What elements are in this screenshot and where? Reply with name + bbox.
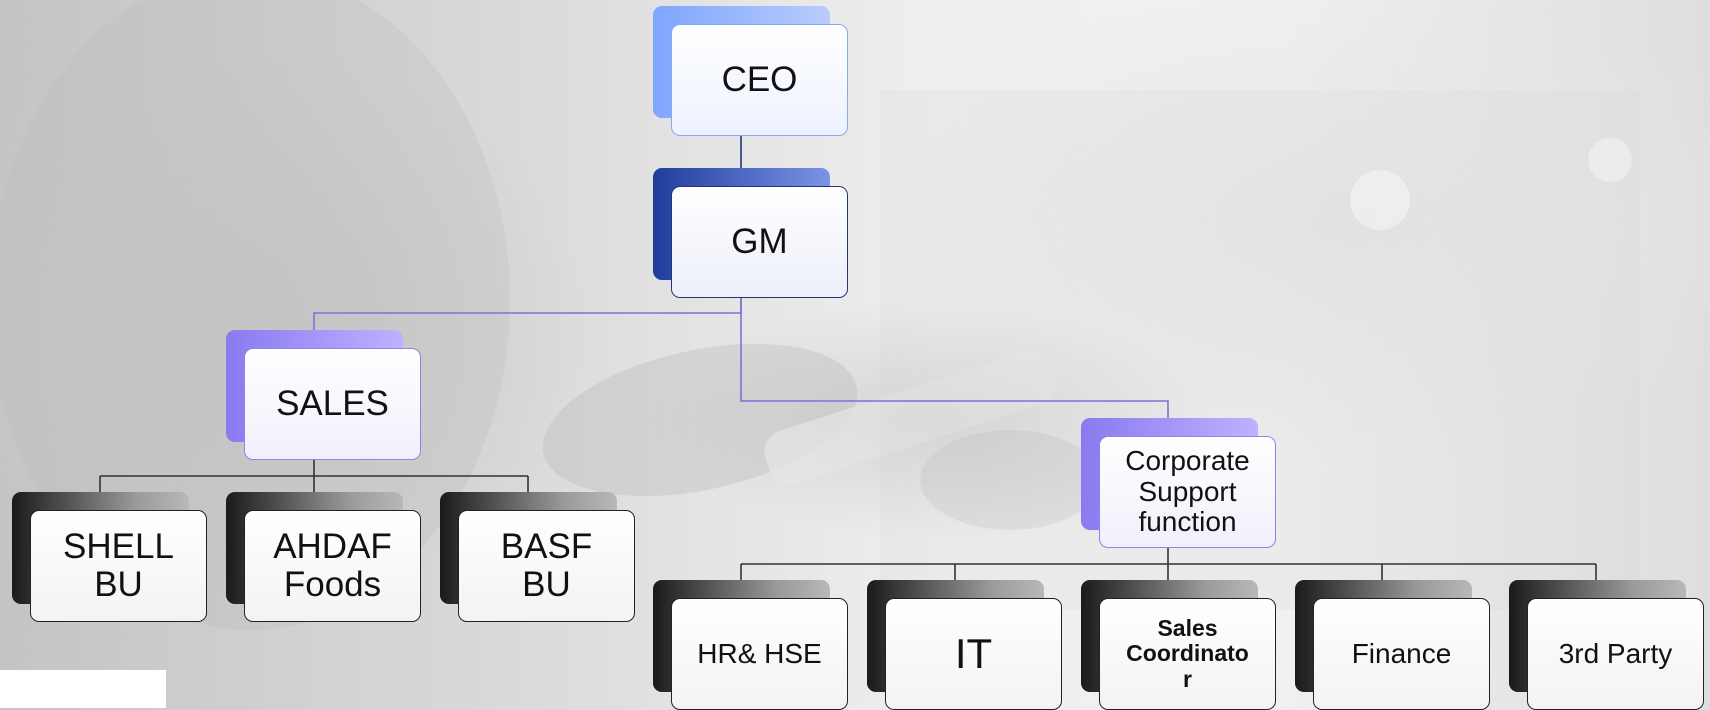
node-sales-box: SALES bbox=[244, 348, 421, 460]
node-shell-bu: SHELL BU bbox=[12, 492, 207, 622]
node-3rd-party-box: 3rd Party bbox=[1527, 598, 1704, 710]
node-ahdaf-foods: AHDAF Foods bbox=[226, 492, 421, 622]
node-it: IT bbox=[867, 580, 1062, 710]
node-basf-bu-box: BASF BU bbox=[458, 510, 635, 622]
node-gm: GM bbox=[653, 168, 848, 298]
node-corporate-support-box: Corporate Support function bbox=[1099, 436, 1276, 548]
node-hr-hse: HR& HSE bbox=[653, 580, 848, 710]
node-sales: SALES bbox=[226, 330, 421, 460]
node-shell-bu-label: SHELL BU bbox=[63, 526, 174, 604]
node-corporate-support-label: Corporate Support function bbox=[1125, 444, 1250, 538]
node-ahdaf-foods-box: AHDAF Foods bbox=[244, 510, 421, 622]
connector-gm-corporate bbox=[740, 296, 1169, 436]
node-gm-label: GM bbox=[731, 221, 788, 261]
node-gm-box: GM bbox=[671, 186, 848, 298]
node-sales-coordinator-box: Sales Coordinato r bbox=[1099, 598, 1276, 710]
white-patch bbox=[0, 670, 166, 708]
node-corporate-support: Corporate Support function bbox=[1081, 418, 1276, 548]
node-sales-label: SALES bbox=[276, 383, 389, 423]
node-sales-coordinator-label: Sales Coordinato r bbox=[1126, 615, 1249, 692]
node-finance-label: Finance bbox=[1351, 637, 1452, 669]
node-3rd-party-label: 3rd Party bbox=[1558, 637, 1673, 669]
node-finance: Finance bbox=[1295, 580, 1490, 710]
node-ceo-label: CEO bbox=[721, 59, 798, 99]
node-basf-bu-label: BASF BU bbox=[500, 526, 593, 604]
node-ceo-box: CEO bbox=[671, 24, 848, 136]
node-it-label: IT bbox=[954, 629, 993, 677]
node-it-box: IT bbox=[885, 598, 1062, 710]
node-3rd-party: 3rd Party bbox=[1509, 580, 1704, 710]
node-hr-hse-box: HR& HSE bbox=[671, 598, 848, 710]
node-sales-coordinator: Sales Coordinato r bbox=[1081, 580, 1276, 710]
node-finance-box: Finance bbox=[1313, 598, 1490, 710]
node-hr-hse-label: HR& HSE bbox=[697, 637, 822, 669]
node-basf-bu: BASF BU bbox=[440, 492, 635, 622]
node-ceo: CEO bbox=[653, 6, 848, 136]
node-shell-bu-box: SHELL BU bbox=[30, 510, 207, 622]
node-ahdaf-foods-label: AHDAF Foods bbox=[273, 526, 392, 604]
